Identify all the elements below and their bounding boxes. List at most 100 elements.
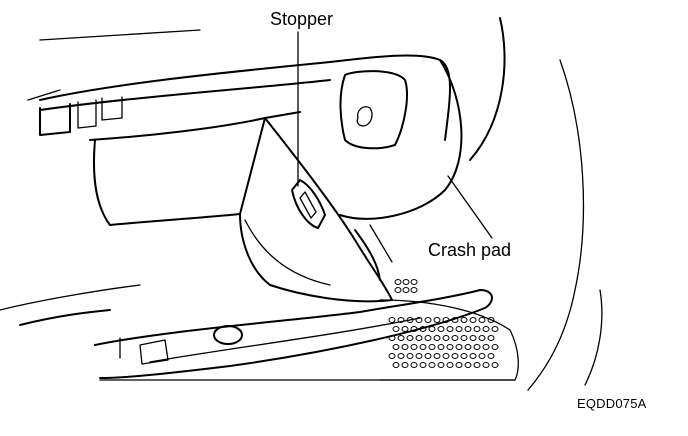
perforation-hole — [437, 326, 445, 332]
perforation-hole — [460, 335, 468, 341]
perforation-hole — [455, 326, 463, 332]
perforation-hole — [433, 335, 441, 341]
perforation-hole — [419, 344, 427, 350]
perforation-hole — [394, 287, 402, 293]
perforation-hole — [397, 335, 405, 341]
perforation-hole — [482, 362, 490, 368]
door-front-edge — [94, 289, 493, 379]
perforation-hole — [410, 287, 418, 293]
perforation-hole — [392, 326, 400, 332]
perforation-hole — [460, 353, 468, 359]
support-arm-2 — [369, 224, 393, 263]
dash-vent-inner — [77, 99, 97, 129]
perforation-hole — [401, 362, 409, 368]
perforation-hole — [410, 362, 418, 368]
support-arm — [354, 229, 381, 281]
crash-pad-outer — [527, 59, 585, 391]
perforation-hole — [446, 344, 454, 350]
crash-pad-leader — [447, 175, 493, 239]
perforation-hole — [419, 362, 427, 368]
latch-recess — [339, 70, 408, 150]
crash-pad-label: Crash pad — [428, 240, 512, 260]
cavity-top — [89, 111, 301, 141]
stopper — [291, 179, 326, 229]
perforation-hole — [402, 279, 410, 285]
perforation-hole — [469, 317, 477, 323]
cavity-left-wall — [92, 139, 111, 226]
perforation-hole — [406, 317, 414, 323]
perforation-hole — [419, 326, 427, 332]
perforation-hole — [491, 362, 499, 368]
perforation-hole — [473, 326, 481, 332]
crash-pad-edge — [339, 59, 463, 220]
perforation-hole — [451, 317, 459, 323]
perforation-hole — [402, 287, 410, 293]
door-front-inner — [149, 317, 421, 363]
upper-dash-line — [39, 29, 201, 41]
perforation-hole — [397, 317, 405, 323]
perforation-hole — [455, 362, 463, 368]
perforation-hole — [446, 326, 454, 332]
perforation-hole — [424, 317, 432, 323]
stopper-label: Stopper — [270, 9, 334, 29]
perforation-hole — [487, 335, 495, 341]
perforation-hole — [415, 335, 423, 341]
perforation-hole — [388, 335, 396, 341]
perforation-hole — [415, 353, 423, 359]
door-knob — [213, 325, 243, 345]
crash-pad-curve — [469, 17, 506, 161]
perforation-hole — [388, 317, 396, 323]
dashboard-inner-edge — [39, 79, 331, 111]
perforation-hole — [478, 335, 486, 341]
perforation-hole — [473, 362, 481, 368]
perforation-hole — [464, 362, 472, 368]
perforation-hole — [464, 326, 472, 332]
perforation-hole — [464, 344, 472, 350]
perforation-hole — [410, 326, 418, 332]
door-tray-left — [19, 309, 111, 326]
perforation-hole — [424, 353, 432, 359]
cavity-back — [109, 213, 241, 226]
perforation-hole — [428, 326, 436, 332]
crash-pad-right — [584, 289, 603, 386]
perforation-hole — [415, 317, 423, 323]
perforation-hole — [401, 344, 409, 350]
perforation-hole — [442, 317, 450, 323]
door-tray-base — [0, 284, 141, 311]
perforation-hole — [491, 344, 499, 350]
perforation-hole — [451, 353, 459, 359]
perforation-hole — [397, 353, 405, 359]
perforation-hole — [491, 326, 499, 332]
perforation-hole — [394, 279, 402, 285]
door-panel-shade — [244, 219, 331, 286]
perforation-hole — [406, 335, 414, 341]
dash-vent-slot — [101, 96, 123, 121]
perforation-hole — [424, 335, 432, 341]
perforation-hole — [392, 362, 400, 368]
perforation-hole — [428, 344, 436, 350]
perforation-hole — [478, 353, 486, 359]
perforation-hole — [410, 279, 418, 285]
stopper-slot — [299, 191, 317, 219]
perforation-hole — [460, 317, 468, 323]
perforation-hole — [437, 344, 445, 350]
perforation-hole — [482, 344, 490, 350]
perforation-hole — [478, 317, 486, 323]
perforation-hole — [442, 335, 450, 341]
perforation-hole — [433, 353, 441, 359]
perforation-hole — [388, 353, 396, 359]
figure-code: EQDD075A — [577, 396, 647, 411]
dash-vent-left — [39, 103, 71, 136]
door-hinge — [119, 337, 169, 365]
perforation-hole — [437, 362, 445, 368]
perforation-hole — [469, 335, 477, 341]
perforation-hole — [410, 344, 418, 350]
perforation-hole — [469, 353, 477, 359]
perforation-hole — [487, 353, 495, 359]
perforated-panel — [379, 279, 519, 381]
perforation-hole — [451, 335, 459, 341]
perforation-hole — [442, 353, 450, 359]
perforation-hole — [446, 362, 454, 368]
perforation-hole — [428, 362, 436, 368]
